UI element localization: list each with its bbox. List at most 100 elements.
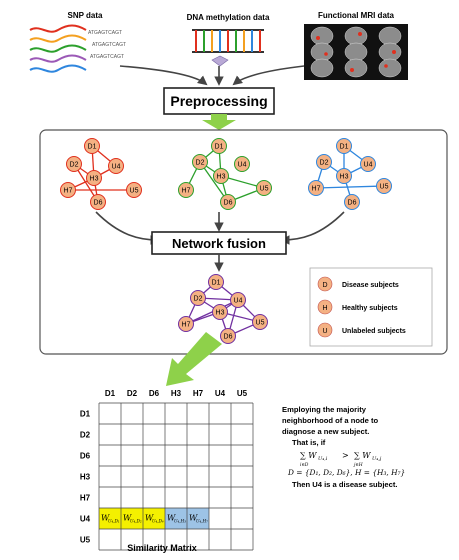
fused-network-node-label-d2: D2 <box>194 296 203 303</box>
formula-lhs-under: i∈D <box>300 462 309 468</box>
network-3-node-d1: D1 <box>336 138 352 154</box>
legend-unlabeled: U Unlabeled subjects <box>317 322 406 338</box>
matrix-cell-sub-2: U₄,D₆ <box>152 519 164 524</box>
matrix-row-header-d6: D6 <box>80 452 91 461</box>
network-3-node-label-d6: D6 <box>348 200 357 207</box>
network-2-node-u4: U4 <box>234 156 250 172</box>
network-2-node-label-u5: U5 <box>260 186 269 193</box>
legend-disease-node-icon <box>317 276 333 292</box>
snp-sequence-1: ATGAGTCAGT <box>88 30 122 36</box>
network-fusion-label: Network fusion <box>172 236 266 251</box>
snp-sequence-2: ATGAGTCAGT <box>92 42 126 48</box>
arrow-net1-to-fusion <box>95 211 160 245</box>
network-2-node-label-u4: U4 <box>238 162 247 169</box>
formula-rhs-under: j∈H <box>353 462 363 468</box>
formula-rhs: ∑ W <box>354 451 371 460</box>
arrow-snp-to-preprocessing <box>119 65 208 86</box>
matrix-row-header-h3: H3 <box>80 473 91 482</box>
network-3-node-label-u4: U4 <box>364 162 373 169</box>
network-2-node-label-d2: D2 <box>196 160 205 167</box>
fused-network-node-d2: D2 <box>190 290 206 306</box>
network-1-node-label-u4: U4 <box>112 164 121 171</box>
matrix-row-header-u5: U5 <box>80 536 91 545</box>
green-arrow-down <box>202 114 236 130</box>
fused-network-node-label-h3: H3 <box>216 310 225 317</box>
fused-network-node-label-u4: U4 <box>234 298 243 305</box>
network-1-node-d1: D1 <box>84 138 100 154</box>
matrix-col-header-h7: H7 <box>193 389 204 398</box>
network-2-node-label-d1: D1 <box>215 144 224 151</box>
matrix-row-header-d1: D1 <box>80 410 91 419</box>
network-3-node-h3: H3 <box>336 168 352 184</box>
matrix-col-header-d6: D6 <box>149 389 160 398</box>
explanation-line-4: That is, if <box>292 438 326 447</box>
network-3-edge-h7-u5 <box>315 185 385 189</box>
matrix-cell-u4-d6: WU₄,D₆ <box>143 508 165 529</box>
legend-healthy-label: Healthy subjects <box>342 305 398 312</box>
matrix-cell-label-0: W <box>101 514 110 523</box>
matrix-cell-sub-0: U₄,D₁ <box>108 519 120 524</box>
network-2-node-d6: D6 <box>220 194 236 210</box>
network-3-node-h7: H7 <box>308 180 324 196</box>
network-2-node-h7: H7 <box>178 182 194 198</box>
preprocessing-box: Preprocessing <box>163 87 275 115</box>
matrix-cell-label-4: W <box>189 514 198 523</box>
network-1-node-d2: D2 <box>66 156 82 172</box>
matrix-cell-u4-h3: WU₄,H₃ <box>165 508 187 529</box>
network-1-node-label-h7: H7 <box>64 188 73 195</box>
matrix-cell-label-2: W <box>145 514 154 523</box>
network-3-node-u4: U4 <box>360 156 376 172</box>
network-1-node-label-d2: D2 <box>70 162 79 169</box>
explanation-line-1: Employing the majority <box>282 405 367 414</box>
formula-lhs-sub: U₄,i <box>318 456 328 462</box>
network-3-node-label-d1: D1 <box>340 144 349 151</box>
explanation-line-2: neighborhood of a node to <box>282 416 379 425</box>
fused-network-node-label-d6: D6 <box>224 334 233 341</box>
legend-disease: D Disease subjects <box>317 276 399 292</box>
network-1-node-h3: H3 <box>86 170 102 186</box>
dna-helix-icon <box>29 24 87 73</box>
matrix-row-header-u4: U4 <box>80 515 91 524</box>
legend-healthy-symbol: H <box>322 305 327 312</box>
fused-network-node-h7: H7 <box>178 316 194 332</box>
network-2-node-label-d6: D6 <box>224 200 233 207</box>
network-2-node-d1: D1 <box>211 138 227 154</box>
brain-scan-icons <box>310 26 402 78</box>
legend-healthy: H Healthy subjects <box>317 299 398 315</box>
network-3-node-u5: U5 <box>376 178 392 194</box>
network-3-node-label-h7: H7 <box>312 186 321 193</box>
snp-sequence-3: ATGAGTCAGT <box>90 54 124 60</box>
network-container <box>39 129 448 355</box>
network-2-edge-d2-d6 <box>199 161 229 203</box>
network-3-node-label-u5: U5 <box>380 184 389 191</box>
network-3-node-d2: D2 <box>316 154 332 170</box>
fused-network-node-label-u5: U5 <box>256 320 265 327</box>
explanation-line-3: diagnose a new subject. <box>282 427 369 436</box>
dna-methylation-panel: DNA methylation data <box>187 13 270 67</box>
matrix-col-header-d2: D2 <box>127 389 138 398</box>
fused-network-node-d6: D6 <box>220 328 236 344</box>
network-2-node-d2: D2 <box>192 154 208 170</box>
network-1-node-u4: U4 <box>108 158 124 174</box>
fmri-panel: Functional MRI data <box>304 11 408 80</box>
legend-disease-label: Disease subjects <box>342 282 399 289</box>
arrow-net3-to-fusion <box>280 211 345 245</box>
matrix-row-header-d2: D2 <box>80 431 91 440</box>
legend-unlabeled-symbol: U <box>322 328 327 335</box>
network-1-node-label-d6: D6 <box>94 200 103 207</box>
matrix-cell-u4-d2: WU₄,D₂ <box>121 508 143 529</box>
preprocessing-label: Preprocessing <box>170 93 267 109</box>
network-fusion-box: Network fusion <box>151 231 287 255</box>
fused-network-node-u4: U4 <box>230 292 246 308</box>
methylation-ladder-icon <box>192 29 264 67</box>
legend-box: D Disease subjects H Healthy subjects U … <box>309 267 433 347</box>
matrix-col-header-u5: U5 <box>237 389 248 398</box>
network-3-node-label-d2: D2 <box>320 160 329 167</box>
green-arrow-to-matrix <box>166 332 222 386</box>
formula-op: > <box>342 451 349 460</box>
matrix-col-header-d1: D1 <box>105 389 116 398</box>
